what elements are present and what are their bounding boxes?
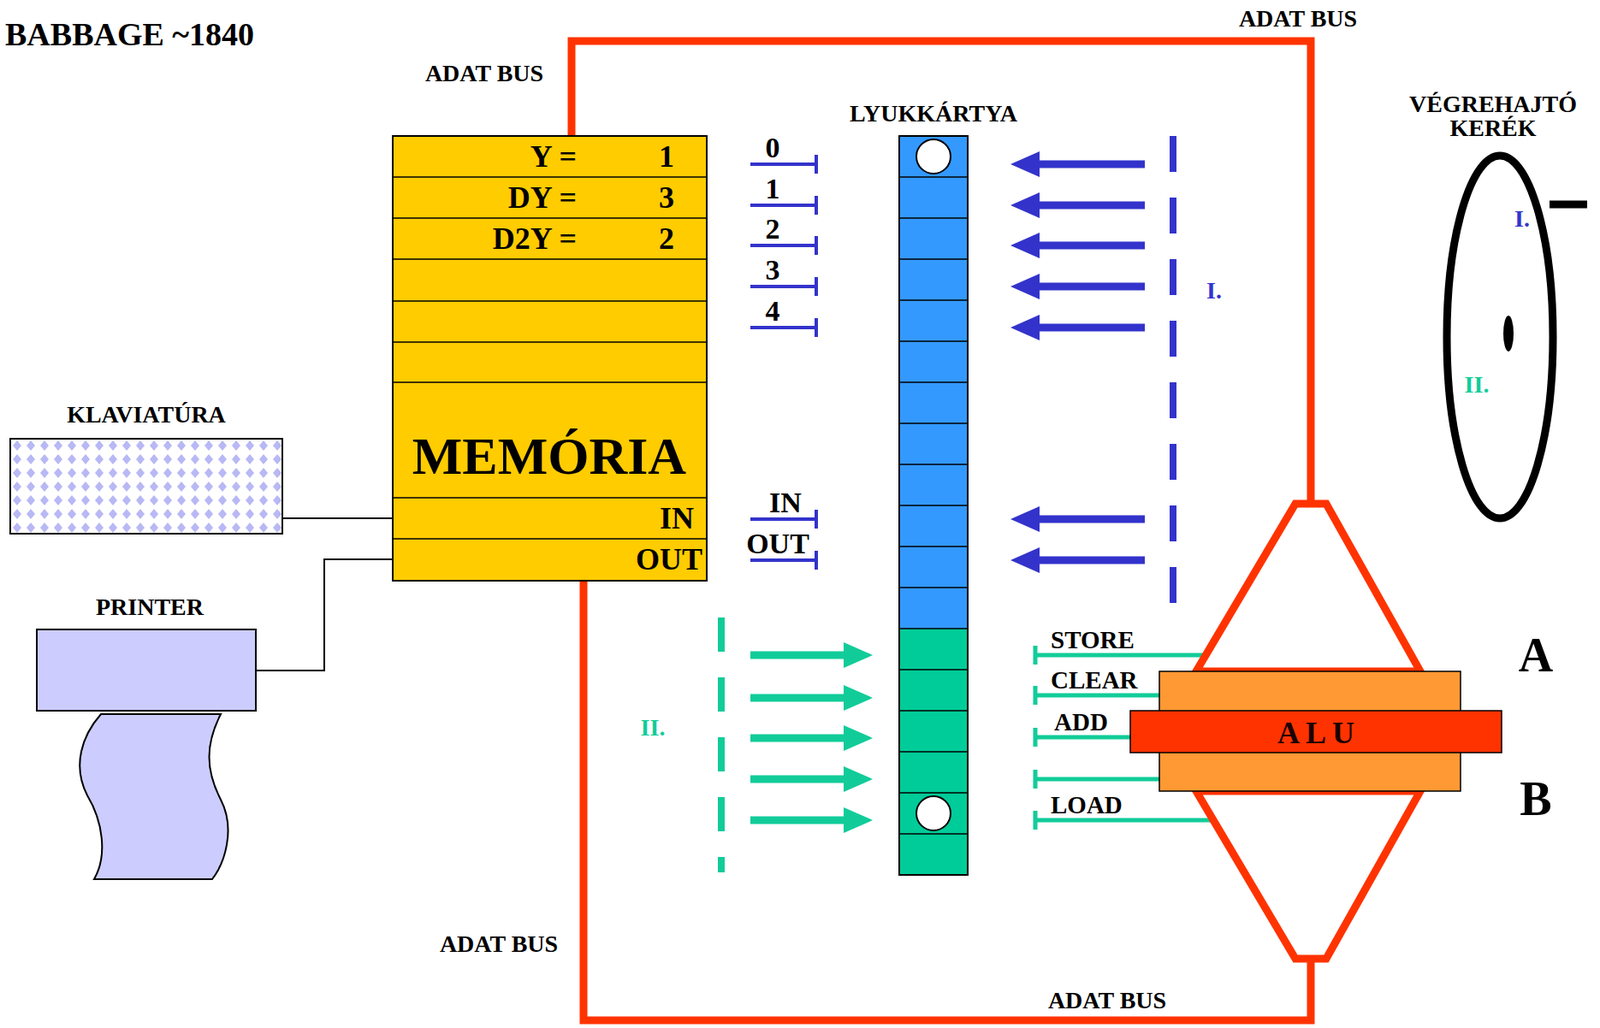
memory-unit-text: DY = bbox=[508, 182, 577, 214]
green-arrow-heads bbox=[843, 642, 873, 834]
label-text: I. bbox=[1206, 278, 1222, 303]
label-text: OUT bbox=[746, 529, 810, 559]
punch-card-outline bbox=[899, 136, 968, 876]
printer-wire bbox=[255, 559, 393, 671]
label-text: LOAD bbox=[1050, 793, 1123, 818]
alu-unit: A L U bbox=[1130, 503, 1502, 960]
keyboard: KLAVIATÚRA bbox=[10, 438, 283, 534]
memory-unit-text: IN bbox=[659, 503, 694, 534]
blue-arrow-shafts bbox=[1035, 164, 1145, 561]
execution-wheel-text: II. bbox=[1464, 373, 1490, 398]
execution-wheel-text: I. bbox=[1514, 207, 1530, 232]
memory-unit-text: MEMÓRIA bbox=[412, 429, 687, 483]
memory-unit: Y = 1 DY = 3D2Y = 2MEMÓRIA IN OUT bbox=[392, 136, 707, 581]
memory-unit-text: D2Y = bbox=[492, 223, 577, 255]
printer-paper bbox=[79, 714, 228, 880]
blue-dash-line bbox=[1169, 136, 1177, 610]
printer: PRINTER bbox=[36, 629, 256, 712]
keyboard-wire bbox=[282, 517, 393, 520]
blue-arrow-heads bbox=[1010, 151, 1040, 574]
execution-wheel-outline bbox=[1443, 151, 1557, 523]
label-text: ADAT BUS bbox=[425, 61, 544, 86]
memory-unit-text: OUT bbox=[635, 544, 703, 575]
execution-wheel-text: VÉGREHAJTÓ KERÉK bbox=[1394, 92, 1592, 141]
label-text: ADAT BUS bbox=[439, 932, 558, 957]
label-text: 3 bbox=[765, 255, 781, 285]
blue-pin-lines bbox=[750, 154, 817, 570]
label-text: ADD bbox=[1054, 710, 1109, 735]
keyboard-outline bbox=[10, 438, 283, 534]
printer-outline bbox=[36, 629, 256, 712]
green-arrow-shafts bbox=[750, 655, 849, 821]
execution-wheel: VÉGREHAJTÓ KERÉKI.II. bbox=[1443, 151, 1557, 523]
memory-unit-text: 3 bbox=[658, 182, 675, 214]
punch-card-text: LYUKKÁRTYA bbox=[849, 101, 1018, 126]
memory-unit-text: 1 bbox=[658, 141, 675, 172]
memory-unit-text: 2 bbox=[658, 223, 675, 255]
memory-unit-text: Y = bbox=[530, 141, 577, 172]
label-text: IN bbox=[769, 488, 802, 518]
label-text: CLEAR bbox=[1050, 668, 1138, 694]
label-text: A bbox=[1518, 631, 1553, 680]
label-text: 4 bbox=[765, 296, 781, 326]
label-text: ADAT BUS bbox=[1238, 6, 1358, 31]
label-text: 1 bbox=[765, 174, 781, 204]
green-dash-line bbox=[717, 617, 725, 873]
keyboard-text: KLAVIATÚRA bbox=[66, 402, 226, 427]
printer-text: PRINTER bbox=[95, 595, 204, 620]
diagram-title: BABBAGE ~1840 bbox=[5, 17, 255, 51]
label-text: B bbox=[1519, 775, 1552, 824]
label-text: ADAT BUS bbox=[1048, 989, 1167, 1014]
alu-unit-text: A L U bbox=[1277, 717, 1355, 749]
label-text: 0 bbox=[765, 133, 781, 163]
label-text: STORE bbox=[1050, 628, 1135, 653]
label-text: 2 bbox=[765, 214, 781, 244]
punch-card: LYUKKÁRTYA bbox=[899, 136, 968, 876]
label-text: II. bbox=[640, 716, 666, 741]
